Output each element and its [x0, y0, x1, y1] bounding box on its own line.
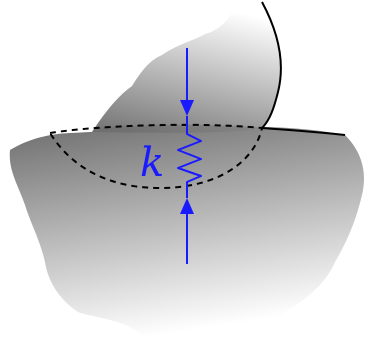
stiffness-label: k — [140, 140, 164, 186]
spring-zigzag — [177, 126, 202, 190]
lower-body-surface — [261, 127, 346, 136]
upper-body-edge — [261, 1, 282, 129]
spring-bottom-arrowhead — [180, 198, 194, 214]
spring-top-arrowhead — [180, 100, 194, 116]
